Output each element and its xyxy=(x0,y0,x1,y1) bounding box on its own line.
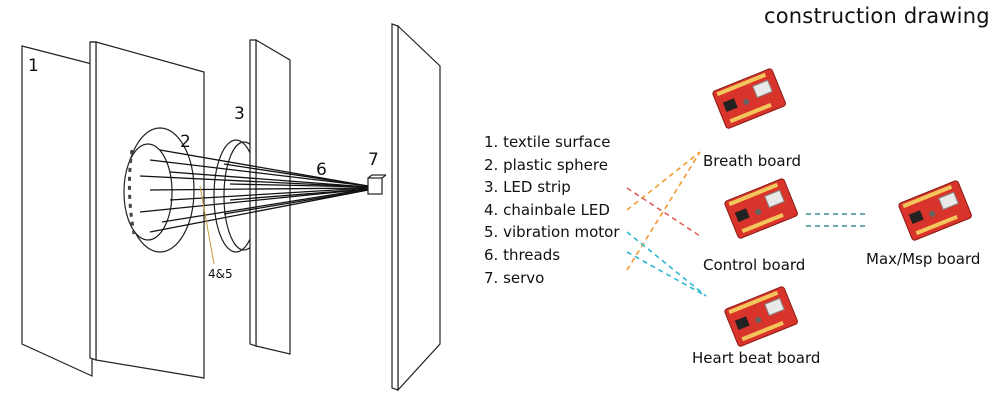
breath-board-label: Breath board xyxy=(703,152,802,170)
heart-beat-board-label: Heart beat board xyxy=(692,349,821,367)
plastic-sphere xyxy=(123,127,195,253)
breath-board-image xyxy=(712,68,786,129)
control-board-label: Control board xyxy=(703,256,806,274)
breath-connection-line-2 xyxy=(626,151,701,211)
diagram-title: construction drawing xyxy=(764,4,990,28)
legend-item: 1. textile surface xyxy=(484,133,611,151)
heart-board-image xyxy=(724,286,798,347)
control-connection-line xyxy=(626,187,701,237)
callout-leaders xyxy=(199,185,215,265)
max-msp-board-label: Max/Msp board xyxy=(866,250,981,268)
max-board-image xyxy=(898,180,972,241)
callout-4-5: 4&5 xyxy=(208,267,233,281)
heart-connection-line xyxy=(626,231,707,297)
control-board-image xyxy=(724,178,798,239)
legend-item: 2. plastic sphere xyxy=(484,155,608,174)
servo xyxy=(367,174,387,195)
legend-item: 4. chainbale LED xyxy=(484,200,610,219)
back-wall-panel xyxy=(391,23,441,392)
callout-6: 6 xyxy=(316,160,327,180)
callout-3: 3 xyxy=(234,104,245,124)
legend-item: 6. threads xyxy=(484,245,561,264)
legend-item: 5. vibration motor xyxy=(484,223,620,242)
callout-2: 2 xyxy=(180,132,191,152)
breath-connection-line xyxy=(626,151,701,271)
callout-1: 1 xyxy=(28,56,39,76)
callout-7: 7 xyxy=(368,150,379,170)
component-legend: 1. textile surface 2. plastic sphere 3. … xyxy=(484,131,620,289)
legend-item: 7. servo xyxy=(484,268,545,287)
textile-surface-panel xyxy=(21,45,93,377)
legend-item: 3. LED strip xyxy=(484,178,571,197)
connection-lines xyxy=(626,151,866,297)
heart-connection-line-2 xyxy=(626,251,707,297)
threads xyxy=(139,149,369,233)
